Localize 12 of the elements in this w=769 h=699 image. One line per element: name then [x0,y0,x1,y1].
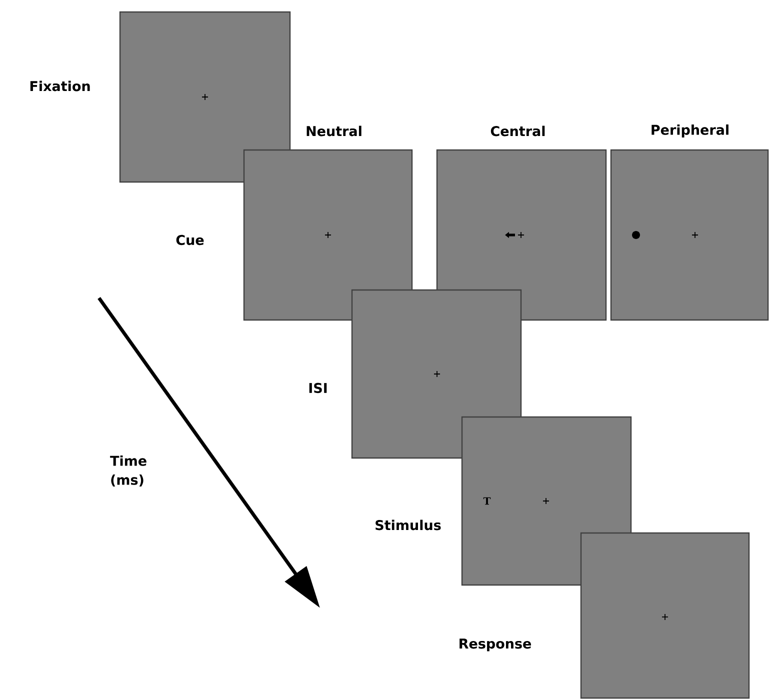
axis-label: Time (ms) [110,455,146,487]
node-label: Central [490,126,545,136]
node-label: ISI [309,382,327,394]
node-label: Neutral [306,126,362,136]
row-label: Cue [176,234,204,246]
node-label: Fixation [30,80,90,92]
node-label: Stimulus [376,520,441,530]
node-label: Response [460,638,532,652]
node-label: Peripheral [652,124,728,138]
screen-panel: Response [460,532,750,699]
stimulus-letter: T [483,497,491,505]
screen-panel: Peripheral [610,124,769,321]
